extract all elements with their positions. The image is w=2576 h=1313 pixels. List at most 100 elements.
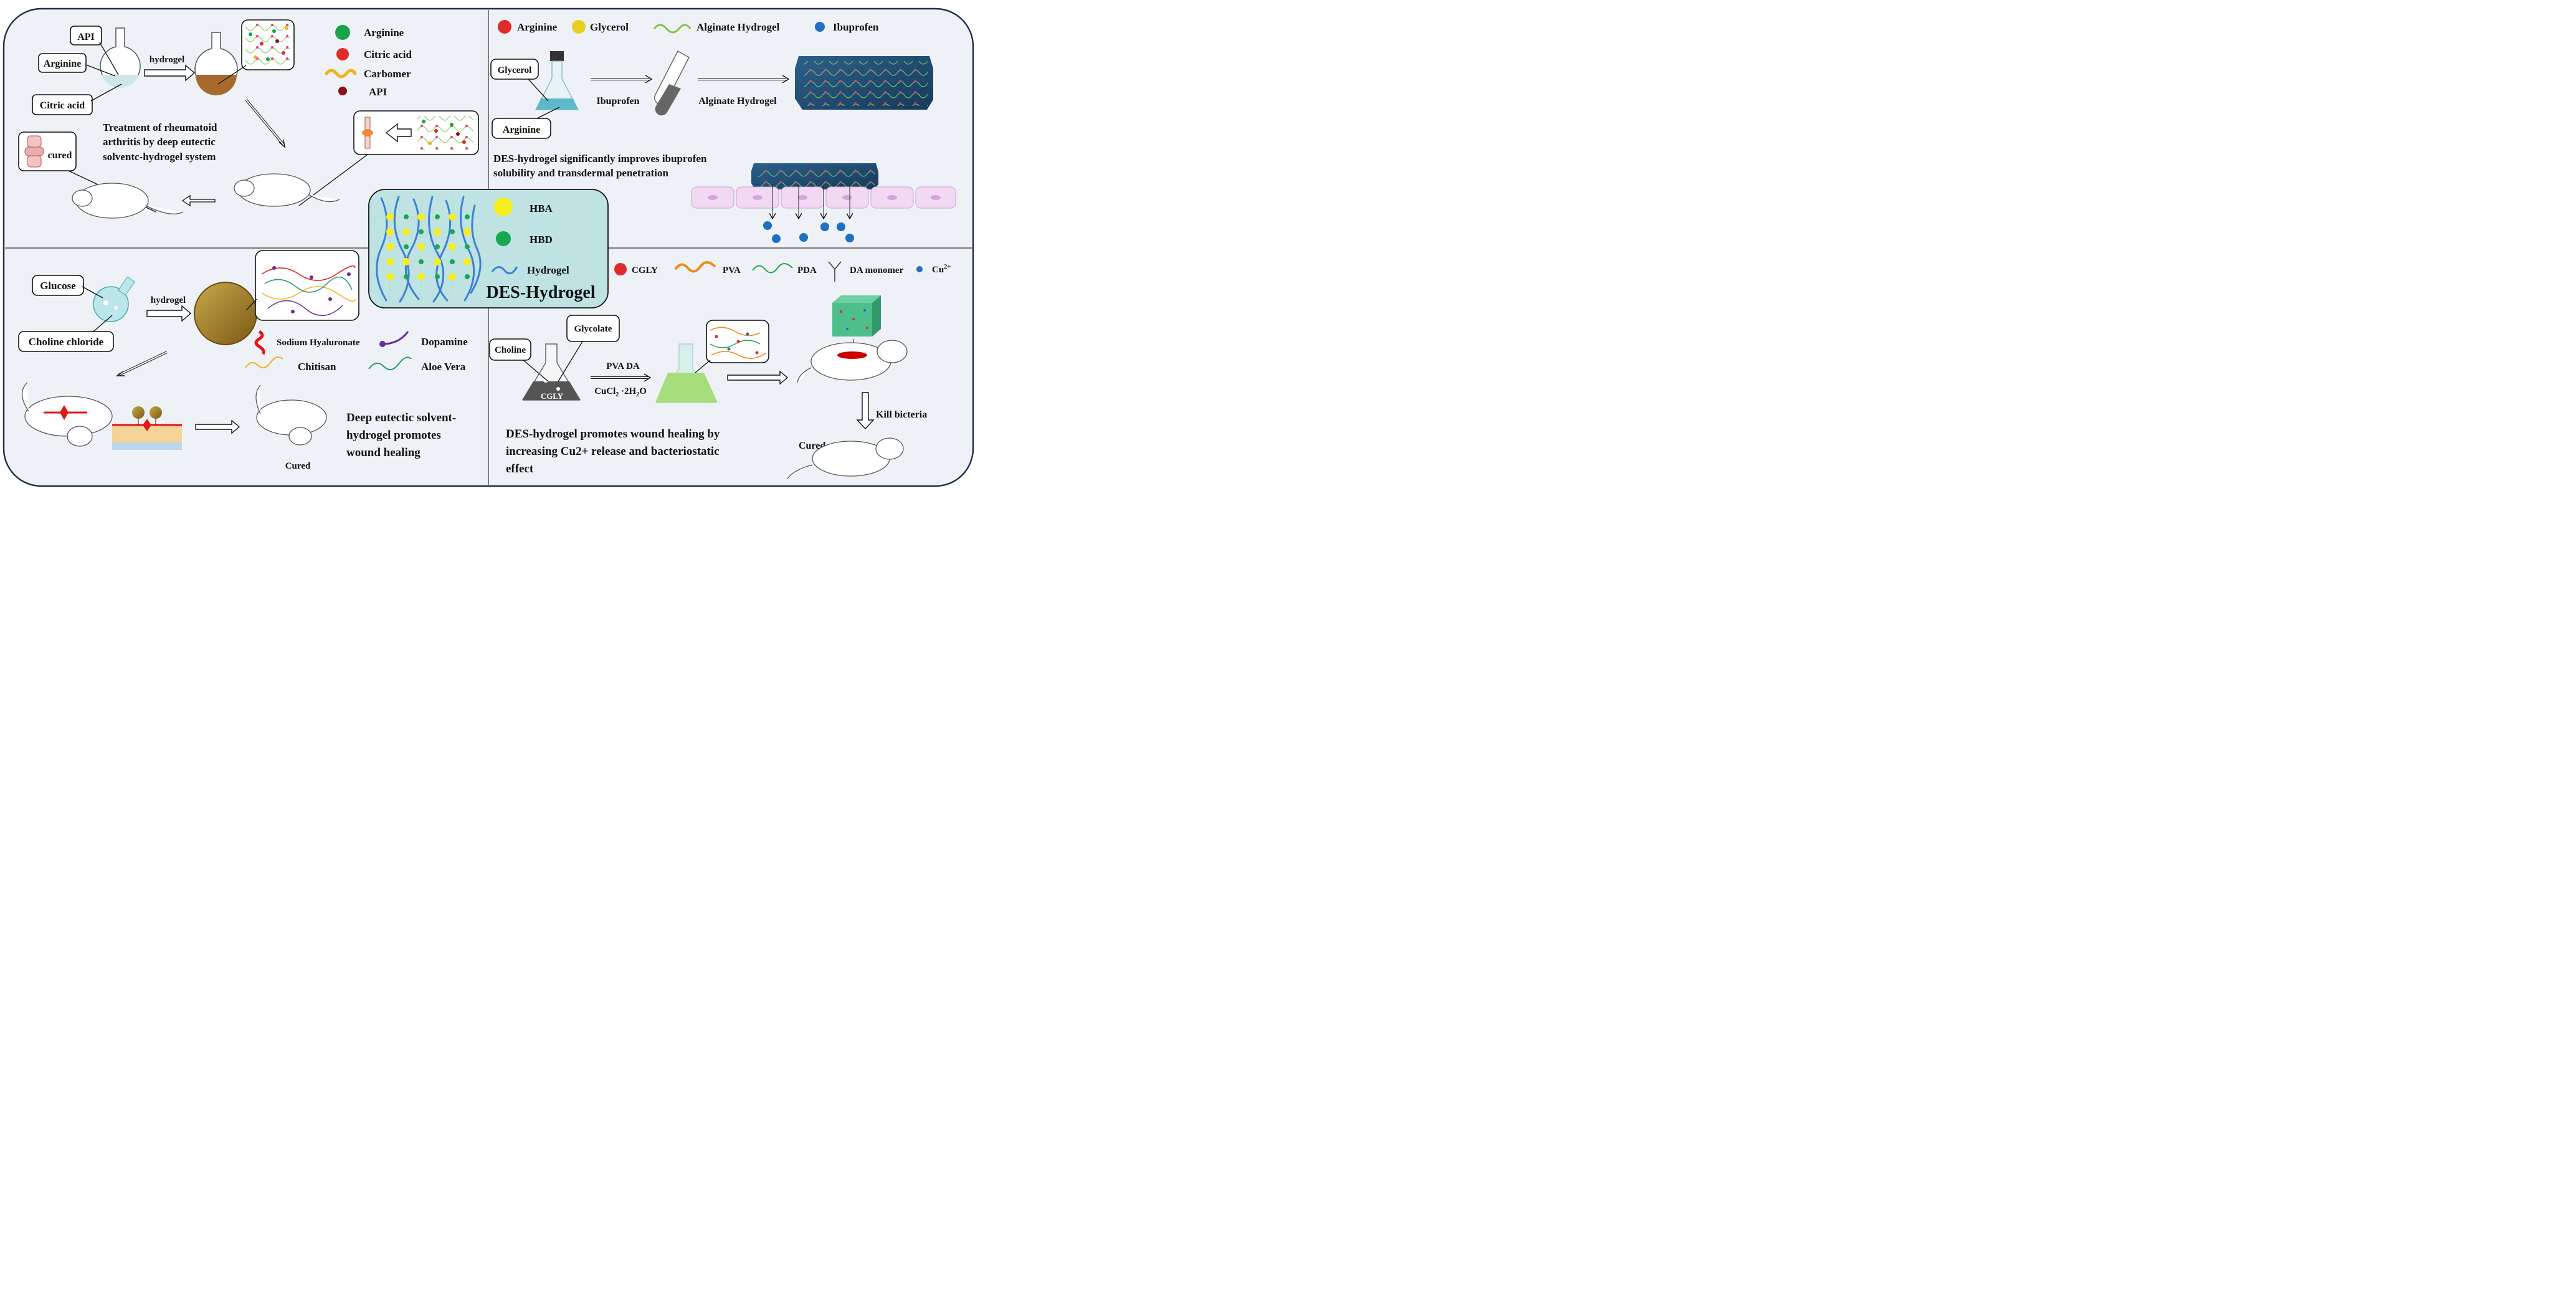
callout-glycolate: Glycolate	[558, 315, 620, 382]
legend-hba: HBA	[530, 203, 553, 214]
svg-text:Arginine: Arginine	[503, 125, 540, 135]
callout-choline: Choline	[489, 338, 549, 382]
des-hydrogel-title: DES-Hydrogel	[486, 283, 595, 302]
skin-cell-row	[691, 186, 956, 209]
right-arrow-icon	[146, 305, 192, 322]
svg-text:Ibuprofen: Ibuprofen	[833, 21, 879, 33]
knee-icon	[24, 135, 44, 168]
purple-curl-icon	[383, 331, 409, 345]
caption-top-right-1: DES-hydrogel significantly improves ibup…	[493, 153, 707, 165]
svg-text:API: API	[369, 86, 387, 98]
callout-choline-chloride: Choline chloride	[18, 315, 114, 352]
red-circle-icon	[336, 48, 349, 60]
legend-hbd: HBD	[530, 234, 553, 246]
svg-text:CGLY: CGLY	[632, 265, 658, 275]
panel-wound-healing: Glucose Choline chloride hydrogel Sodium…	[18, 250, 468, 471]
green-circle-icon	[496, 231, 511, 246]
joint-bubble	[298, 110, 479, 206]
svg-text:Alginate Hydrogel: Alginate Hydrogel	[696, 21, 780, 33]
svg-text:Dopamine: Dopamine	[421, 336, 468, 348]
svg-text:Glycerol: Glycerol	[590, 21, 629, 33]
green-flask-icon	[655, 343, 718, 403]
legend-top-left: Arginine Citric acid Carbomer API	[325, 25, 412, 98]
svg-text:Carbomer: Carbomer	[364, 68, 411, 80]
hydrogel-flask-icon	[194, 32, 238, 95]
skin-wound-cross-section	[112, 406, 182, 450]
green-circle-icon	[335, 25, 350, 40]
crosslink-zoom-bubble	[695, 320, 769, 373]
svg-text:Sodium Hyaluronate: Sodium Hyaluronate	[277, 338, 360, 348]
mouse-icon-cured	[72, 183, 184, 219]
callout-glucose: Glucose	[32, 275, 103, 298]
caption-bottom-right-2: increasing Cu2+ release and bacteriostat…	[506, 445, 720, 458]
des-hydrogel-center-box: HBA HBD Hydrogel DES-Hydrogel	[368, 189, 609, 308]
cgly-flask-icon: CGLY	[522, 343, 581, 401]
round-flask-icon	[93, 276, 135, 322]
svg-text:cured: cured	[48, 150, 72, 161]
down-arrow-icon	[856, 392, 875, 430]
svg-text:Arginine: Arginine	[44, 59, 81, 69]
y-branch-icon	[828, 261, 842, 282]
svg-text:Glucose: Glucose	[40, 280, 76, 292]
callout-api: API	[70, 26, 119, 75]
callout-glycerol: Glycerol	[490, 59, 549, 102]
joint-icon	[362, 117, 373, 149]
callout-arginine-tr: Arginine	[492, 107, 560, 139]
svg-text:Cu2+: Cu2+	[932, 264, 951, 275]
green-wave-icon	[653, 24, 692, 34]
blue-dot-icon	[815, 22, 825, 32]
yellow-circle-icon	[494, 198, 513, 216]
svg-text:Glycerol: Glycerol	[498, 65, 532, 75]
cured-label: Cured	[285, 461, 311, 471]
red-wave-icon	[254, 330, 265, 355]
alginate-hydrogel-block	[795, 56, 933, 110]
svg-text:Choline chloride: Choline chloride	[29, 336, 104, 348]
mouse-icon-treated	[234, 173, 340, 207]
caption-bottom-right-1: DES-hydrogel promotes wound healing by	[506, 427, 720, 441]
mouse-icon-wounded	[21, 382, 113, 447]
caption-top-left-2: arthritis by deep eutectic	[103, 136, 216, 148]
hydrogel-sphere	[194, 282, 257, 345]
yellow-wave-icon	[325, 69, 357, 79]
svg-text:Arginine: Arginine	[364, 27, 404, 39]
svg-text:Citric acid: Citric acid	[40, 100, 85, 111]
mouse-icon-treated-wound	[797, 340, 908, 383]
caption-bottom-left-3: wound healing	[346, 446, 421, 459]
test-tube-icon	[654, 50, 690, 116]
yellow-wave-icon	[245, 356, 283, 369]
caption-top-left-3: solventc-hydrogel system	[103, 151, 216, 163]
ibuprofen-arrow-label: Ibuprofen	[596, 96, 639, 107]
svg-text:Glycolate: Glycolate	[574, 324, 612, 334]
network-zoom-bubble	[245, 250, 359, 321]
erlenmeyer-flask-icon	[535, 51, 579, 110]
dark-red-dot-icon	[338, 87, 347, 95]
panel-cu-release: CGLY PVA PDA DA monomer Cu2+ Kill bicte	[489, 261, 951, 479]
mouse-icon-healed	[255, 384, 327, 446]
skin-penetration-figure	[691, 163, 956, 243]
callout-citric-acid: Citric acid	[32, 84, 122, 115]
svg-text:CGLY: CGLY	[541, 391, 564, 401]
green-wave-icon	[368, 356, 412, 371]
callout-arginine: Arginine	[38, 53, 116, 77]
cucl2-label: CuCl2 ·2H2O	[594, 386, 647, 398]
hydrogel-cube	[832, 295, 881, 337]
caption-top-right-2: solubility and transdermal penetration	[493, 167, 669, 179]
svg-text:DA monomer: DA monomer	[850, 265, 904, 275]
des-network-illustration	[374, 196, 482, 303]
right-arrow-icon	[195, 419, 240, 434]
caption-bottom-right-3: effect	[506, 462, 534, 475]
caption-top-left-1: Treatment of rheumatoid	[103, 122, 217, 133]
pva-da-label: PVA DA	[606, 361, 640, 371]
svg-text:Arginine: Arginine	[517, 21, 558, 33]
orange-wave-icon	[674, 261, 716, 273]
green-wave-icon	[752, 263, 793, 274]
des-hydrogel-diagram: API Arginine Citric acid hydrogel	[2, 7, 974, 487]
svg-text:Chitisan: Chitisan	[298, 361, 336, 373]
left-arrow-icon	[385, 123, 412, 143]
panel-ibuprofen: Arginine Glycerol Alginate Hydrogel Ibup…	[490, 20, 956, 243]
svg-text:Citric acid: Citric acid	[364, 49, 412, 60]
svg-text:Choline: Choline	[495, 345, 526, 355]
svg-text:API: API	[77, 32, 95, 42]
svg-text:PDA: PDA	[797, 265, 817, 275]
svg-text:PVA: PVA	[723, 265, 741, 275]
